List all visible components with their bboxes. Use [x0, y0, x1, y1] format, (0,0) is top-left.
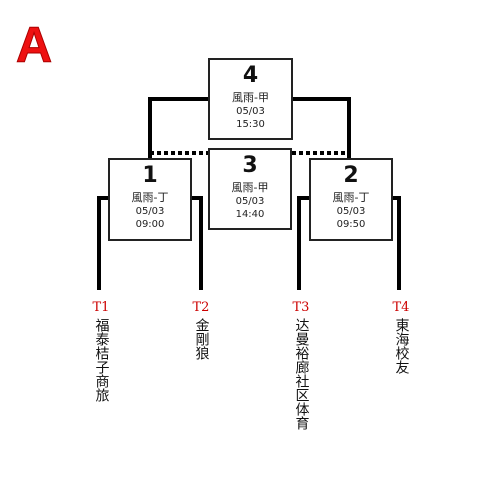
- match-venue: 風雨-甲: [232, 91, 269, 104]
- winner-line-left: [148, 97, 208, 158]
- feed-line-t4: [393, 196, 401, 290]
- match-box-3: 3 風雨-甲 05/03 14:40: [208, 148, 292, 230]
- match-number: 2: [343, 163, 359, 188]
- match-venue: 風雨-甲: [231, 181, 269, 194]
- match-box-1: 1 風雨-丁 05/03 09:00: [108, 158, 192, 241]
- team-name: 达曼裕廊社区体育: [293, 318, 310, 430]
- match-venue: 風雨-丁: [131, 191, 169, 204]
- match-number: 3: [242, 153, 258, 178]
- match-number: 4: [242, 63, 259, 88]
- match-number: 1: [142, 163, 158, 188]
- team-code: T2: [192, 300, 210, 315]
- match-date: 05/03: [135, 206, 165, 217]
- match-date: 05/03: [236, 106, 265, 117]
- match-date: 05/03: [336, 206, 366, 217]
- feed-line-t2: [192, 196, 203, 290]
- team-code: T1: [92, 300, 110, 315]
- feed-line-t1: [97, 196, 108, 290]
- match-date: 05/03: [235, 196, 265, 207]
- team-name: 東海校友: [393, 318, 410, 374]
- match-time: 09:00: [135, 219, 165, 230]
- team-code: T3: [292, 300, 310, 315]
- team-t2: T2 金剛狼: [189, 300, 213, 360]
- winner-line-right: [293, 97, 351, 158]
- team-name: 福泰桔子商旅: [93, 318, 110, 402]
- group-label: A: [15, 17, 53, 73]
- team-name: 金剛狼: [193, 318, 210, 360]
- match-time: 15:30: [236, 119, 265, 130]
- team-t3: T3 达曼裕廊社区体育: [289, 300, 313, 430]
- feed-line-t3: [297, 196, 309, 290]
- team-t4: T4 東海校友: [389, 300, 413, 374]
- team-t1: T1 福泰桔子商旅: [89, 300, 113, 402]
- match-venue: 風雨-丁: [332, 191, 370, 204]
- match-time: 09:50: [336, 219, 366, 230]
- match-box-2: 2 風雨-丁 05/03 09:50: [309, 158, 393, 241]
- match-time: 14:40: [235, 209, 265, 220]
- team-code: T4: [392, 300, 410, 315]
- match-box-4: 4 風雨-甲 05/03 15:30: [208, 58, 293, 140]
